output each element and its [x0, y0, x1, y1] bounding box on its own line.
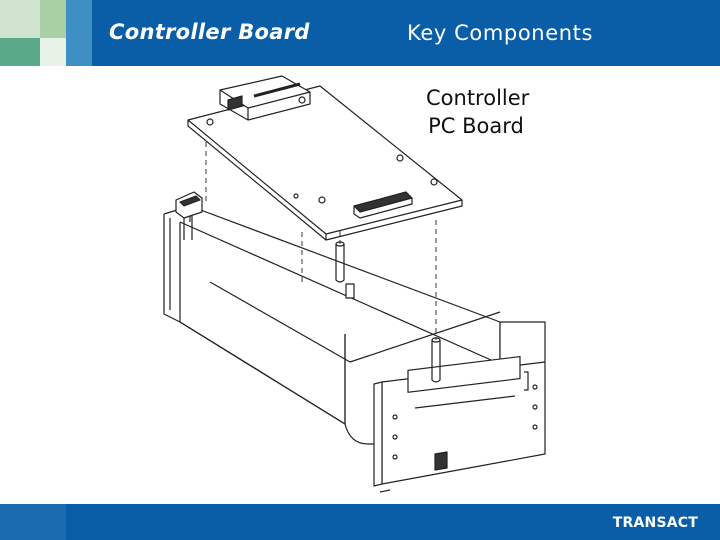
decor-square [0, 504, 66, 540]
callout-line1: Controller [426, 86, 530, 110]
footer-bar: TRANSACT [0, 504, 720, 540]
controller-board-diagram [163, 75, 546, 493]
slide-title: Controller Board [109, 20, 310, 44]
front-plate [373, 355, 546, 493]
decor-square [66, 0, 92, 66]
pc-board [187, 75, 463, 241]
callout-line2: PC Board [428, 114, 524, 138]
decor-square [40, 38, 66, 66]
decor-square [40, 0, 66, 38]
header-bar: Controller Board Key Components [0, 0, 720, 66]
decor-square [0, 0, 40, 38]
slide-subtitle: Key Components [407, 21, 594, 45]
chassis-tray [163, 205, 546, 445]
pc-board-callout: Controller PC Board [426, 84, 530, 140]
latch [175, 191, 203, 240]
transact-logo: TRANSACT [612, 515, 698, 531]
decor-square [0, 38, 40, 66]
